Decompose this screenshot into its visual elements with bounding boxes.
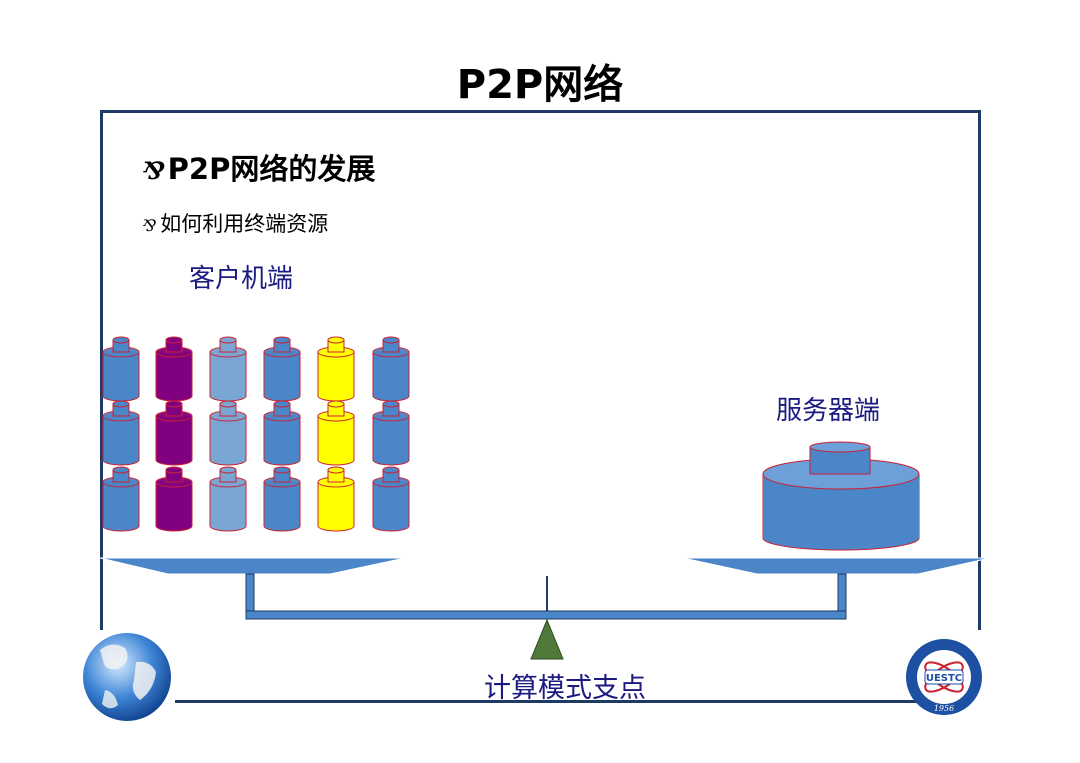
client-cylinder: [372, 400, 410, 466]
client-cylinder: [102, 466, 140, 532]
globe-icon: [83, 633, 171, 721]
client-cylinder: [317, 336, 355, 402]
client-cylinder: [155, 400, 193, 466]
client-cylinder-grid: [102, 336, 410, 532]
client-label: 客户机端: [189, 264, 294, 294]
client-cylinder: [155, 466, 193, 532]
client-cylinder: [209, 466, 247, 532]
frame-border-top: [100, 110, 981, 113]
client-cylinder: [263, 400, 301, 466]
seal-year: 1956: [934, 704, 954, 713]
server-label: 服务器端: [776, 396, 881, 426]
client-cylinder: [209, 336, 247, 402]
client-cylinder: [102, 400, 140, 466]
client-cylinder: [372, 466, 410, 532]
client-cylinder: [317, 400, 355, 466]
client-cylinder: [209, 400, 247, 466]
bullet-glyph-icon: ⅋: [142, 216, 157, 235]
frame-border-bottom: [175, 700, 920, 703]
fulcrum-triangle: [530, 618, 564, 660]
client-cylinder: [263, 466, 301, 532]
client-cylinder: [155, 336, 193, 402]
bullet-main: ⅋P2P网络的发展: [142, 146, 375, 188]
bullet-sub-text: 如何利用终端资源: [160, 212, 329, 236]
client-cylinder: [372, 336, 410, 402]
bullet-glyph-icon: ⅋: [142, 156, 164, 185]
client-cylinder: [263, 336, 301, 402]
fulcrum-label: 计算模式支点: [484, 673, 646, 704]
bullet-sub: ⅋如何利用终端资源: [142, 208, 328, 238]
slide-title: P2P网络: [456, 62, 624, 108]
client-cylinder: [102, 336, 140, 402]
seal-text: UESTC: [926, 673, 962, 684]
right-balance-pan: [682, 557, 991, 575]
bullet-main-text: P2P网络的发展: [167, 152, 376, 186]
left-balance-pan: [99, 557, 406, 575]
server-cylinder: [762, 441, 920, 551]
balance-beam: [245, 573, 847, 620]
uestc-seal-icon: UESTC 1956: [906, 639, 982, 715]
frame-border-right: [978, 110, 981, 630]
frame-border-left: [100, 110, 103, 630]
client-cylinder: [317, 466, 355, 532]
